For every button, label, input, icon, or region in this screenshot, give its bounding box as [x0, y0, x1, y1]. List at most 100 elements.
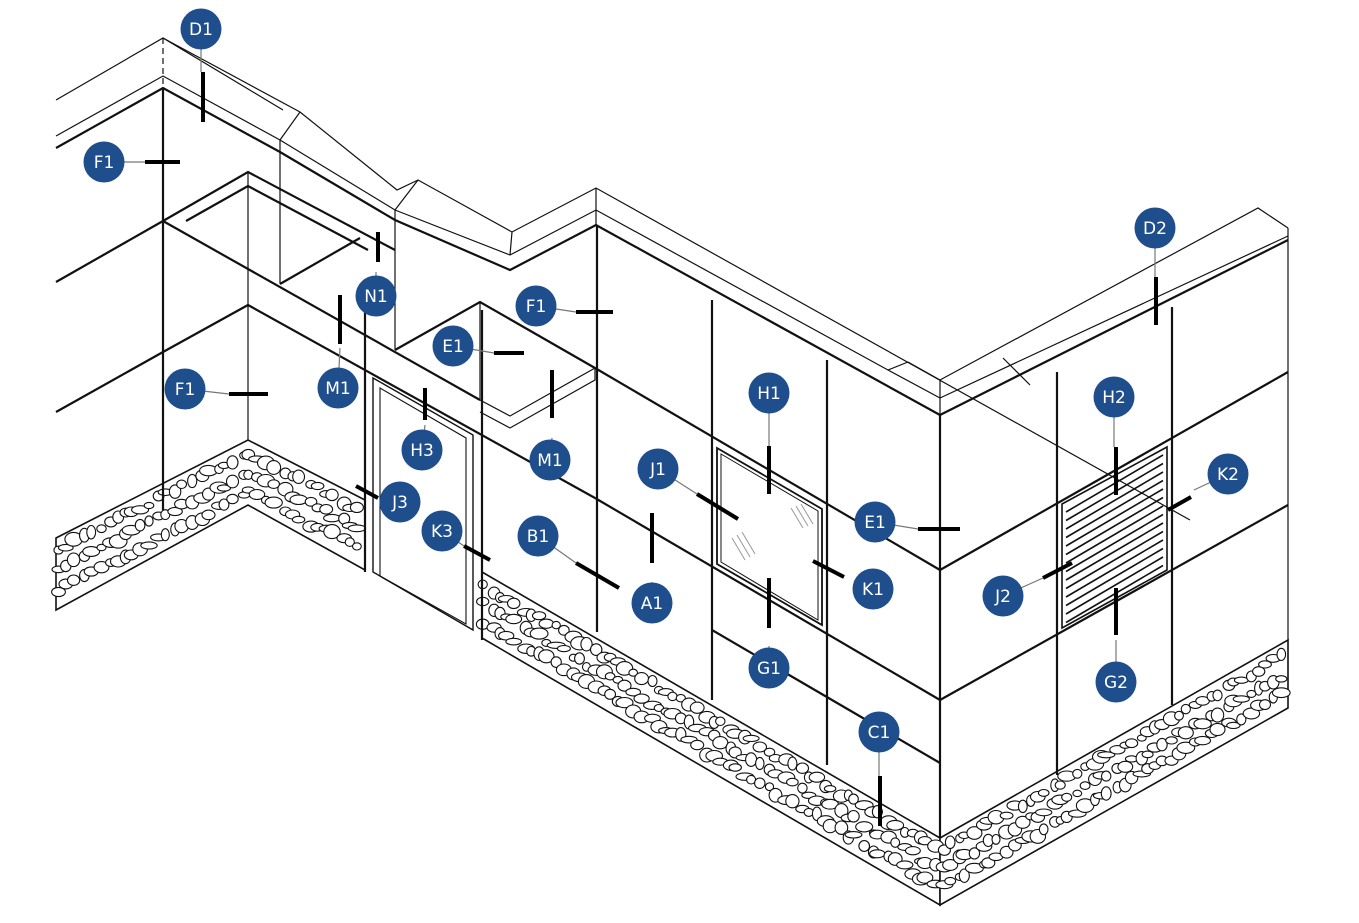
stone [505, 637, 523, 646]
callout-label: M1 [537, 451, 562, 471]
louver-slat [1065, 496, 1164, 556]
stone [797, 782, 808, 794]
callout-m1: M1 [317, 295, 359, 409]
stone [1275, 675, 1288, 683]
stone [1210, 707, 1225, 723]
stone [51, 586, 66, 598]
callout-label: A1 [641, 594, 663, 614]
louver-slat [1065, 547, 1164, 607]
stone [289, 494, 308, 506]
callout-badge [164, 368, 206, 410]
stone [134, 518, 146, 532]
stone [647, 674, 658, 688]
stone [755, 756, 765, 771]
stone [795, 762, 810, 774]
stone [615, 696, 634, 709]
callout-g2: G2 [1095, 588, 1137, 703]
fastener-marker [355, 484, 379, 500]
window-frame-outer [716, 446, 823, 627]
stone [187, 473, 198, 489]
stone [1156, 737, 1168, 752]
stone [958, 868, 970, 883]
stone [844, 831, 863, 839]
callout-badge [515, 285, 557, 327]
stone [291, 515, 306, 524]
stone [1038, 823, 1049, 836]
stone [349, 501, 364, 514]
callout-a1: A1 [631, 513, 673, 624]
stone [550, 656, 562, 668]
callout-label: K2 [1217, 465, 1239, 485]
stone [86, 524, 97, 540]
callout-j2: J2 [982, 561, 1073, 617]
fastener-marker [1042, 561, 1073, 580]
stone [531, 611, 547, 621]
callout-label: J3 [391, 493, 408, 513]
stone [325, 488, 339, 502]
stone [143, 501, 155, 510]
stone [728, 763, 742, 772]
callout-b1: B1 [517, 515, 621, 590]
coping-left-under [55, 86, 281, 153]
door-frame-outer [372, 376, 474, 632]
callout-label: K1 [862, 580, 884, 600]
stone [858, 840, 871, 852]
stone [689, 701, 705, 714]
coping-right-seg [1002, 357, 1031, 386]
stone [1097, 751, 1116, 759]
stone [604, 672, 616, 681]
recess-diag [279, 237, 361, 285]
stone [848, 793, 859, 805]
recess-top [162, 170, 396, 251]
stone [168, 484, 182, 499]
stone [944, 876, 957, 886]
stone [1174, 710, 1184, 721]
callout-label: G2 [1104, 673, 1128, 693]
stone [66, 574, 81, 586]
stone [999, 811, 1014, 820]
stone [890, 837, 901, 848]
stone [351, 542, 362, 551]
callout-badge [83, 141, 125, 183]
callout-label: K3 [431, 522, 453, 542]
callout-j1: J1 [637, 448, 740, 521]
stone [66, 552, 81, 568]
stone [1079, 781, 1091, 790]
callout-label: D1 [189, 20, 213, 40]
stone [1100, 786, 1112, 801]
callout-badge [1093, 376, 1135, 418]
stone [1177, 726, 1194, 740]
callout-badge [1207, 453, 1249, 495]
louver-slat [1065, 522, 1164, 581]
stone [1100, 770, 1112, 782]
stone [93, 561, 110, 574]
stone [1276, 647, 1287, 662]
stone [1017, 799, 1028, 814]
stone [1193, 718, 1212, 730]
coping-mid-under [279, 151, 941, 416]
stone [218, 498, 230, 511]
stone [754, 777, 766, 789]
stone [264, 496, 283, 509]
stone [1226, 721, 1241, 730]
callout-label: J1 [649, 460, 666, 480]
coping-left-top [55, 37, 284, 111]
fastener-marker [463, 544, 491, 562]
stone [787, 756, 798, 771]
callout-badge [631, 582, 673, 624]
stone [96, 524, 107, 534]
stone [529, 627, 549, 640]
stone [144, 515, 154, 527]
stone [1061, 792, 1073, 802]
stone [1035, 808, 1053, 817]
callout-badge [529, 439, 571, 481]
stone [869, 849, 886, 859]
left-wall-line1 [55, 220, 164, 283]
callout-f1: F1 [164, 368, 268, 410]
louver-slat [1065, 479, 1164, 539]
callout-label: M1 [325, 379, 350, 399]
callout-badge [421, 510, 463, 552]
louver-slat [1065, 539, 1164, 598]
